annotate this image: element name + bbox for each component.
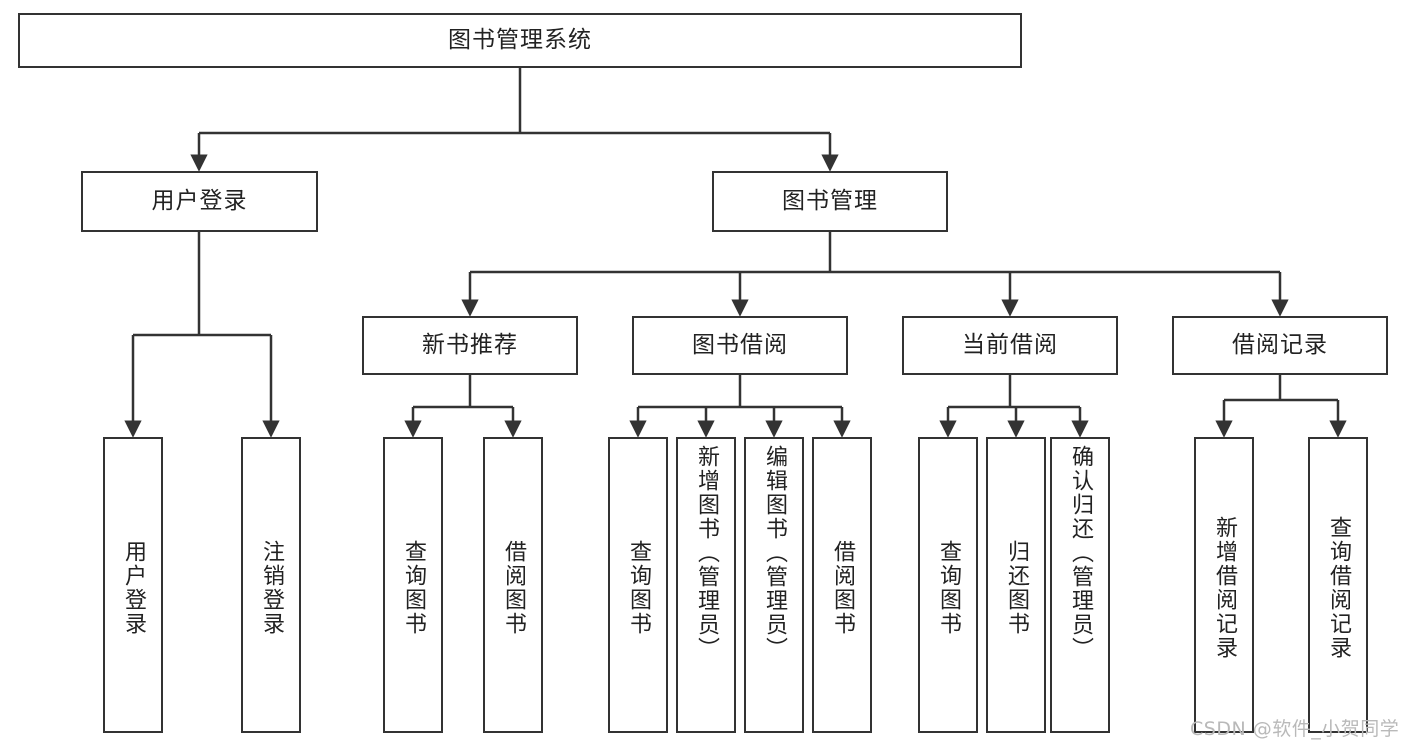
node-leaf-edit-book-label: 编辑图书（管理员） (761, 445, 787, 661)
node-leaf-return-book-label: 归还图书 (1003, 540, 1029, 636)
node-book-borrow[interactable]: 图书借阅 (632, 316, 848, 375)
node-root-label: 图书管理系统 (448, 26, 592, 53)
node-leaf-confirm-return[interactable]: 确认归还（管理员） (1050, 437, 1110, 733)
node-borrow-record-label: 借阅记录 (1232, 331, 1328, 358)
node-leaf-add-borrow-record-label: 新增借阅记录 (1211, 516, 1237, 660)
node-leaf-query-book-3[interactable]: 查询图书 (918, 437, 978, 733)
node-leaf-add-book-label: 新增图书（管理员） (693, 445, 719, 661)
node-current-borrow[interactable]: 当前借阅 (902, 316, 1118, 375)
node-leaf-query-borrow-record[interactable]: 查询借阅记录 (1308, 437, 1368, 733)
node-leaf-borrow-book-2[interactable]: 借阅图书 (812, 437, 872, 733)
node-user-login-label: 用户登录 (151, 187, 248, 214)
node-leaf-query-book-1[interactable]: 查询图书 (383, 437, 443, 733)
node-leaf-borrow-book-1[interactable]: 借阅图书 (483, 437, 543, 733)
node-book-manage-label: 图书管理 (782, 187, 878, 214)
node-leaf-edit-book[interactable]: 编辑图书（管理员） (744, 437, 804, 733)
node-book-manage[interactable]: 图书管理 (712, 171, 948, 232)
node-leaf-user-login[interactable]: 用户登录 (103, 437, 163, 733)
node-leaf-return-book[interactable]: 归还图书 (986, 437, 1046, 733)
node-leaf-query-borrow-record-label: 查询借阅记录 (1325, 516, 1351, 660)
node-current-borrow-label: 当前借阅 (962, 331, 1058, 358)
node-book-borrow-label: 图书借阅 (692, 331, 788, 358)
node-leaf-borrow-book-2-label: 借阅图书 (829, 540, 855, 636)
node-root[interactable]: 图书管理系统 (18, 13, 1022, 68)
node-leaf-confirm-return-label: 确认归还（管理员） (1067, 445, 1093, 661)
node-leaf-query-book-2-label: 查询图书 (625, 540, 651, 636)
node-user-login[interactable]: 用户登录 (81, 171, 318, 232)
node-leaf-add-borrow-record[interactable]: 新增借阅记录 (1194, 437, 1254, 733)
node-leaf-add-book[interactable]: 新增图书（管理员） (676, 437, 736, 733)
node-leaf-query-book-1-label: 查询图书 (400, 540, 426, 636)
node-leaf-query-book-3-label: 查询图书 (935, 540, 961, 636)
node-borrow-record[interactable]: 借阅记录 (1172, 316, 1388, 375)
node-leaf-query-book-2[interactable]: 查询图书 (608, 437, 668, 733)
node-new-book-recommend-label: 新书推荐 (422, 331, 518, 358)
node-leaf-borrow-book-1-label: 借阅图书 (500, 540, 526, 636)
node-leaf-user-login-label: 用户登录 (120, 540, 146, 636)
node-leaf-user-logout-label: 注销登录 (258, 540, 284, 636)
node-new-book-recommend[interactable]: 新书推荐 (362, 316, 578, 375)
node-leaf-user-logout[interactable]: 注销登录 (241, 437, 301, 733)
csdn-watermark: CSDN @软件_小贺同学 (1190, 718, 1400, 740)
